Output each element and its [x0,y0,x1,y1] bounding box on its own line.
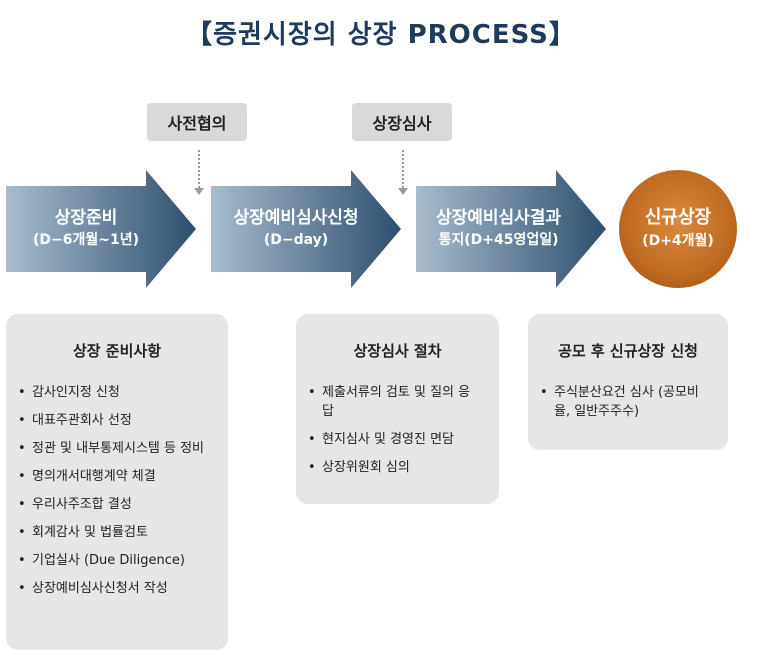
step-name: 상장준비 [54,208,118,228]
preparation-list: 감사인지정 신청 대표주관회사 선정 정관 및 내부통제시스템 등 정비 명의개… [6,383,228,598]
box-title: 공모 후 신규상장 신청 [558,342,698,360]
preparation-items-box: 상장 준비사항 감사인지정 신청 대표주관회사 선정 정관 및 내부통제시스템 … [6,314,228,650]
step-arrow-preparation: 상장준비 (D−6개월~1년) [6,170,196,288]
step-timing: (D−6개월~1년) [32,232,139,248]
step-timing: (D−day) [263,232,329,248]
final-step-timing: (D+4개월) [642,233,714,249]
step-timing: 통지(D+45영업일) [438,232,559,248]
list-item: 주식분산요건 심사 (공모비율, 일반주주수) [540,383,704,421]
step-arrow-preliminary-review-result: 상장예비심사결과 통지(D+45영업일) [416,170,606,288]
box-title: 상장 준비사항 [72,342,162,360]
pre-consultation-arrowhead [194,188,204,195]
list-item: 우리사주조합 결성 [18,495,214,514]
list-item: 기업실사 (Due Diligence) [18,551,214,570]
arrow-shape [211,170,401,288]
list-item: 상장위원회 심의 [308,458,477,477]
step-name: 상장예비심사결과 [435,208,562,228]
review-procedure-box: 상장심사 절차 제출서류의 검토 및 질의 응답 현지심사 및 경영진 면담 상… [296,314,499,504]
listing-review-connector [402,150,404,188]
step-arrow-preliminary-review-application: 상장예비심사신청 (D−day) [211,170,401,288]
list-item: 상장예비심사신청서 작성 [18,579,214,598]
arrow-shape [416,170,606,288]
diagram-title: 【증권시장의 상장 PROCESS】 [186,20,576,50]
list-item: 회계감사 및 법률검토 [18,523,214,542]
listing-review-tag: 상장심사 [352,103,452,141]
final-step-name: 신규상장 [644,207,712,228]
list-item: 현지심사 및 경영진 면담 [308,430,477,449]
post-offering-listing-box: 공모 후 신규상장 신청 주식분산요건 심사 (공모비율, 일반주주수) [528,314,728,450]
list-item: 대표주관회사 선정 [18,411,214,430]
listing-review-arrowhead [398,188,408,195]
review-procedure-list: 제출서류의 검토 및 질의 응답 현지심사 및 경영진 면담 상장위원회 심의 [296,383,499,477]
pre-consultation-connector [198,150,200,188]
box-title: 상장심사 절차 [353,342,442,360]
list-item: 제출서류의 검토 및 질의 응답 [308,383,477,421]
pre-consultation-tag: 사전협의 [147,103,247,141]
list-item: 명의개서대행계약 체결 [18,467,214,486]
list-item: 감사인지정 신청 [18,383,214,402]
step-name: 상장예비심사신청 [233,208,359,228]
arrow-shape [6,170,196,288]
post-offering-list: 주식분산요건 심사 (공모비율, 일반주주수) [528,383,728,421]
list-item: 정관 및 내부통제시스템 등 정비 [18,439,214,458]
new-listing-circle: 신규상장 (D+4개월) [619,170,737,288]
